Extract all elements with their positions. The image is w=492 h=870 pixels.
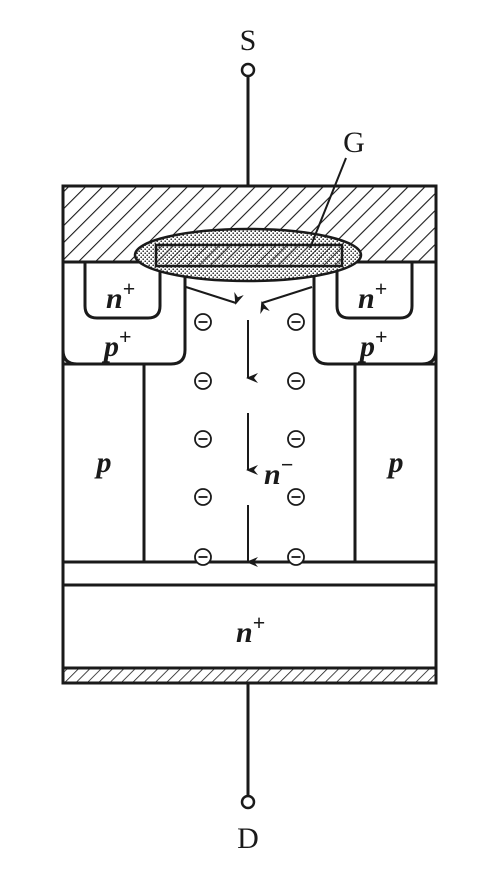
drain-label: D	[237, 822, 259, 855]
donor-charge-2	[287, 313, 305, 331]
donor-charges	[194, 313, 305, 566]
donor-charge-3	[194, 372, 212, 390]
p-plus-label-left: p+	[101, 324, 132, 363]
n-plus-label-right: n+	[358, 276, 387, 315]
channel-arrow-left	[185, 286, 244, 305]
p-plus-region-left	[61, 260, 187, 366]
p-plus-region-right	[312, 260, 438, 366]
gate-leader-line	[309, 157, 347, 249]
p-pillar-label-right: p	[386, 446, 404, 479]
source-label: S	[240, 24, 257, 57]
donor-charge-4	[287, 372, 305, 390]
donor-charge-7	[194, 488, 212, 506]
gate-label: G	[343, 126, 365, 159]
donor-charge-9	[194, 548, 212, 566]
donor-charge-1	[194, 313, 212, 331]
p-pillar-label-left: p	[94, 446, 112, 479]
drain-metal	[61, 666, 438, 685]
channel-arrow-right	[260, 286, 313, 315]
n-plus-region-left	[83, 260, 162, 320]
donor-charge-6	[287, 430, 305, 448]
gate-electrode	[154, 243, 344, 268]
donor-charge-5	[194, 430, 212, 448]
n-plus-label-left: n+	[106, 276, 135, 315]
donor-charge-8	[287, 488, 305, 506]
drift-region-label: n−	[264, 452, 293, 491]
p-plus-label-right: p+	[357, 324, 388, 363]
substrate-label: n+	[236, 610, 265, 649]
source-terminal	[240, 62, 256, 78]
drain-terminal	[240, 794, 256, 810]
n-plus-region-right	[335, 260, 414, 320]
donor-charge-10	[287, 548, 305, 566]
